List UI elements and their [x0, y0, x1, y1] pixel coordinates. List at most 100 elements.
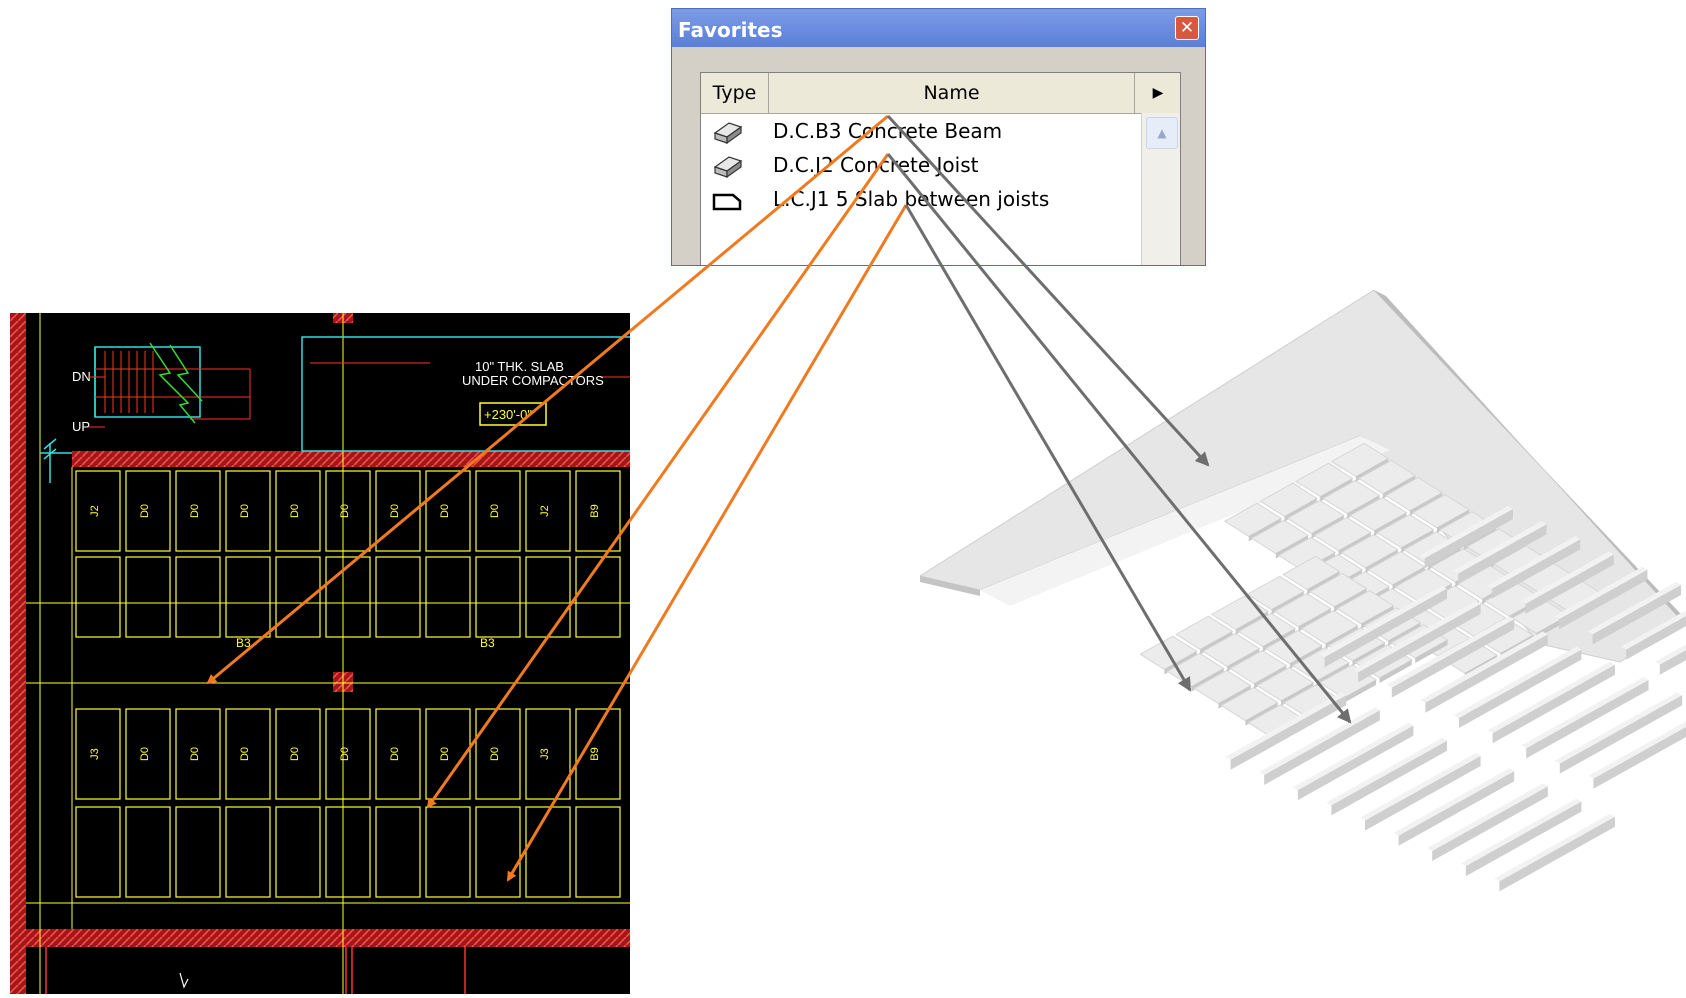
cad-drawing: 10" THK. SLAB UNDER COMPACTORS +230'-0" … — [10, 313, 630, 994]
joist-bar — [1587, 582, 1681, 635]
joist-cell — [225, 556, 271, 638]
joist-cell-label: D0 — [239, 747, 251, 761]
joist-bar — [1454, 646, 1582, 718]
cad-floor-plan: 10" THK. SLAB UNDER COMPACTORS +230'-0" … — [10, 313, 630, 994]
stair-dn-label: DN — [72, 369, 91, 384]
joist-bar — [1420, 631, 1548, 703]
joist-bar — [1259, 707, 1380, 775]
concrete-joist-icon — [711, 153, 743, 179]
joist-bar — [1654, 644, 1686, 665]
slab-icon — [711, 187, 743, 213]
joist-cell-label: D0 — [439, 504, 451, 518]
wall-left — [10, 313, 26, 994]
3d-structure-model — [918, 289, 1686, 994]
joist-bar — [1554, 566, 1648, 620]
joist-cell-label: D0 — [439, 747, 451, 761]
slab-note-line1: 10" THK. SLAB — [475, 359, 564, 374]
favorites-titlebar[interactable]: Favorites ✕ — [672, 9, 1205, 47]
joist-bar-side — [1626, 616, 1686, 660]
column-header-name[interactable]: Name — [769, 73, 1135, 113]
vertical-scrollbar[interactable]: ▲ — [1141, 113, 1180, 265]
joist-bar-side — [1559, 695, 1683, 774]
concrete-joists — [1225, 506, 1686, 892]
joist-bar — [1319, 585, 1447, 658]
joist-cell-label: D0 — [139, 747, 151, 761]
joist-bar-side — [1593, 727, 1686, 789]
joist-bar — [1292, 722, 1414, 791]
joist-cell — [275, 806, 321, 898]
joist-bar-side — [1432, 786, 1548, 861]
joist-bar-side — [1424, 509, 1513, 569]
joist-cell — [325, 806, 371, 898]
slab-panel — [1411, 494, 1471, 529]
wall-top — [72, 451, 630, 467]
close-button[interactable]: ✕ — [1175, 16, 1199, 40]
slab-panel — [1340, 533, 1399, 569]
joist-bar — [1486, 536, 1581, 589]
joist-cell — [75, 708, 121, 800]
joist-cell — [425, 556, 471, 638]
joist-cell — [225, 806, 271, 898]
joist-cell — [575, 806, 621, 898]
beam-label: B3 — [480, 636, 495, 650]
joist-bar-side — [1358, 604, 1481, 683]
joist-bar — [1520, 551, 1614, 604]
joist-bar-side — [1331, 740, 1447, 816]
list-item-label: D.C.J2 Concrete Joist — [773, 153, 979, 177]
joist-bar — [1460, 798, 1582, 867]
joist-cell — [75, 556, 121, 638]
joist-bar-side — [1592, 585, 1681, 645]
slab-edge — [1379, 659, 1412, 683]
joist-cell — [375, 708, 421, 800]
joist-cell-label: D0 — [339, 747, 351, 761]
column-more-button[interactable]: ▶ — [1152, 85, 1164, 101]
joist-cell-label: J3 — [539, 748, 551, 760]
list-item[interactable]: D.C.J2 Concrete Joist — [705, 149, 1135, 183]
joist-bar-side — [1324, 588, 1447, 668]
joist-cell-label: D0 — [139, 504, 151, 518]
joist-cell — [575, 556, 621, 638]
joist-cell — [525, 806, 571, 898]
joist-cell-label: D0 — [489, 747, 501, 761]
joist-cell-label: D0 — [289, 504, 301, 518]
joist-bar-side — [1365, 756, 1481, 831]
joist-bar — [1521, 677, 1649, 749]
joist-cell — [325, 556, 371, 638]
list-item[interactable]: L.C.J1 5 Slab between joists — [705, 183, 1135, 217]
joist-cell — [125, 806, 171, 898]
joist-bar — [1386, 616, 1515, 688]
joist-cell — [375, 556, 421, 638]
joist-cell-label: D0 — [289, 747, 301, 761]
scroll-up-button[interactable]: ▲ — [1146, 117, 1178, 149]
joist-cell — [275, 708, 321, 800]
joist-bar — [1360, 753, 1481, 821]
joist-bar — [1393, 768, 1515, 836]
joist-bar-side — [1459, 649, 1582, 728]
joist-cell — [475, 806, 521, 898]
slab-note-line2: UNDER COMPACTORS — [462, 373, 604, 388]
joist-bar-side — [1297, 725, 1414, 801]
joist-bar-side — [1559, 569, 1648, 630]
joist-cell — [125, 470, 171, 552]
joist-cell — [425, 806, 471, 898]
favorites-list: Type Name ▶ D.C.B3 Concrete Beam — [700, 72, 1181, 265]
list-item[interactable]: D.C.B3 Concrete Beam — [705, 115, 1135, 149]
wall-bottom — [26, 929, 630, 947]
slab-panel — [1357, 459, 1417, 495]
joist-bar-side — [1425, 634, 1548, 713]
slab-edge — [1415, 639, 1448, 663]
joist-bar — [1353, 601, 1481, 673]
stair-up-label: UP — [72, 419, 90, 434]
joist-cell — [75, 806, 121, 898]
joist-bar — [1453, 521, 1547, 574]
column-header-type[interactable]: Type — [701, 73, 769, 113]
slab-panel — [1394, 568, 1453, 603]
joist-bar-side — [1492, 664, 1615, 744]
joist-cell — [525, 556, 571, 638]
joist-bar — [1326, 737, 1447, 806]
joist-cell-label: D0 — [389, 504, 401, 518]
break-line — [149, 342, 196, 424]
joist-cell — [475, 556, 521, 638]
list-item-label: D.C.B3 Concrete Beam — [773, 119, 1003, 143]
list-header: Type Name ▶ — [701, 73, 1180, 114]
